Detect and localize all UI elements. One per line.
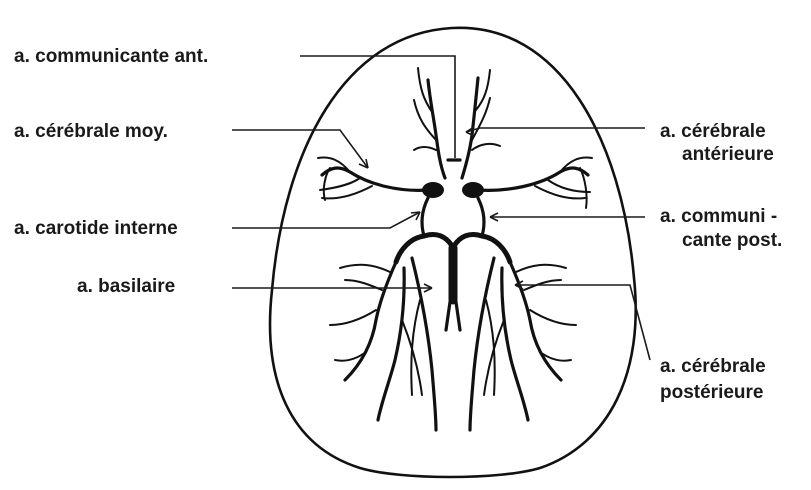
label-carotide-interne: a. carotide interne xyxy=(14,218,178,239)
label-cerebrale-posterieure-line2: postérieure xyxy=(660,382,763,403)
label-cerebrale-anterieure-line1: a. cérébrale xyxy=(660,121,766,142)
label-cerebrale-anterieure-line2: antérieure xyxy=(682,144,774,165)
label-cerebrale-moy: a. cérébrale moy. xyxy=(14,121,168,142)
label-cerebrale-posterieure-line1: a. cérébrale xyxy=(660,356,766,377)
label-communicante-post-line1: a. communi - xyxy=(660,206,777,227)
label-communicante-post-line2: cante post. xyxy=(682,230,782,251)
label-communicante-ant: a. communicante ant. xyxy=(14,46,208,67)
label-basilaire: a. basilaire xyxy=(77,276,175,297)
